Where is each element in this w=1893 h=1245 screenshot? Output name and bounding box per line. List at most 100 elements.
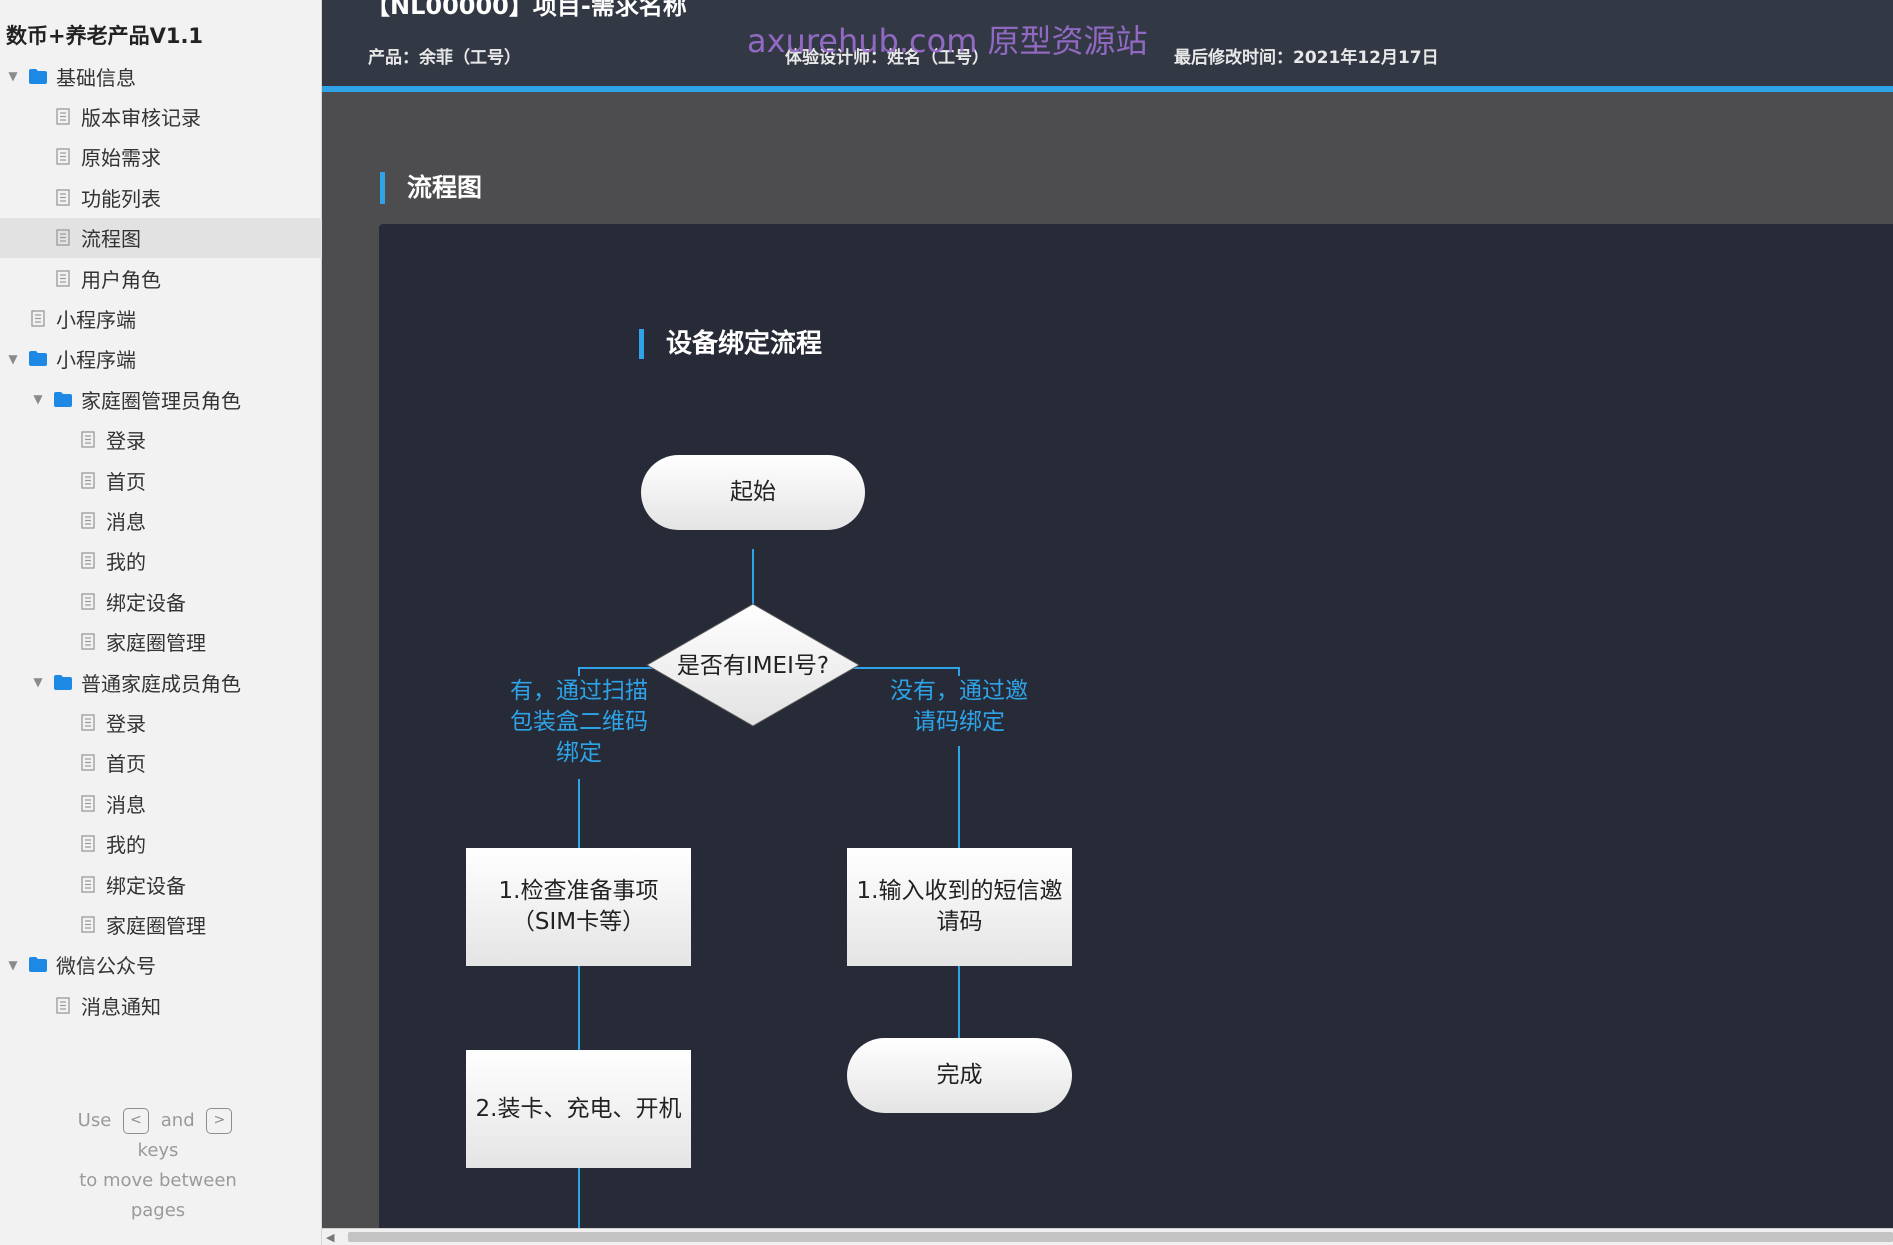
sidebar-item[interactable]: 消息通知: [0, 985, 322, 1025]
folder-icon: [53, 389, 73, 409]
left-step1-line-2: （SIM卡等）: [511, 909, 646, 935]
caret-spacer: [56, 473, 70, 487]
page-icon: [53, 187, 73, 207]
sidebar-item-label: 家庭圈管理: [106, 913, 206, 938]
horizontal-scrollbar[interactable]: ◀: [322, 1228, 1893, 1245]
help-keys-text: keys: [137, 1140, 179, 1161]
sidebar-item[interactable]: 小程序端: [0, 298, 322, 338]
sidebar-item[interactable]: 消息: [0, 500, 322, 540]
scroll-left-arrow-icon[interactable]: ◀: [326, 1231, 335, 1244]
page-icon: [53, 106, 73, 126]
sidebar-item[interactable]: 功能列表: [0, 177, 322, 217]
keyboard-help: Use < and > keys to move between pages: [0, 1106, 316, 1226]
page-icon: [78, 510, 98, 530]
expand-caret-icon[interactable]: ▼: [33, 392, 43, 407]
header-designer: 体验设计师：姓名（工号）: [785, 48, 989, 68]
flowchart-canvas: 设备绑定流程 起始 是否有IMEI号? 有，通过扫描 包装盒二维码 绑定 没有，…: [379, 224, 1893, 1228]
header-title: 【NL00000】项目-需求名称: [366, 0, 687, 20]
caret-spacer: [56, 837, 70, 851]
sidebar-item[interactable]: ▼ 家庭圈管理员角色: [0, 379, 322, 419]
sidebar-item[interactable]: 登录: [0, 702, 322, 742]
caret-spacer: [6, 311, 20, 325]
app-title: 数币+养老产品V1.1: [6, 24, 204, 48]
folder-icon: [28, 66, 48, 86]
sidebar-item[interactable]: 流程图: [0, 217, 322, 258]
page-icon: [53, 228, 73, 248]
caret-spacer: [56, 796, 70, 810]
sidebar-item-label: 流程图: [81, 227, 141, 252]
page-icon: [53, 147, 73, 167]
left-branch-label: 有，通过扫描 包装盒二维码 绑定: [489, 676, 669, 769]
expand-caret-icon[interactable]: ▼: [33, 675, 43, 689]
page-icon: [78, 914, 98, 934]
folder-icon: [53, 672, 73, 692]
sidebar-item[interactable]: ▼微信公众号: [0, 945, 322, 985]
sidebar-item[interactable]: 首页: [0, 460, 322, 500]
sidebar-item[interactable]: 首页: [0, 743, 322, 783]
right-branch-line-1: 没有，通过邀: [890, 678, 1028, 704]
scrollbar-thumb[interactable]: [348, 1232, 1893, 1242]
sidebar-item[interactable]: 原始需求: [0, 137, 322, 177]
sidebar: 数币+养老产品V1.1 ▼基础信息版本审核记录原始需求功能列表流程图用户角色小程…: [0, 0, 322, 1245]
expand-caret-icon[interactable]: ▼: [8, 69, 18, 83]
page-icon: [78, 834, 98, 854]
page-icon: [53, 268, 73, 288]
page-icon: [78, 470, 98, 490]
page-icon: [78, 430, 98, 450]
page-icon: [78, 591, 98, 611]
header-product: 产品：余菲（工号）: [368, 48, 521, 68]
caret-spacer: [56, 877, 70, 891]
caret-spacer: [56, 715, 70, 729]
decision-diamond: [645, 603, 861, 727]
page-icon: [78, 753, 98, 773]
flowchart-connectors: [578, 549, 960, 1228]
sidebar-item[interactable]: 消息: [0, 783, 322, 823]
sidebar-item[interactable]: 绑定设备: [0, 581, 322, 621]
done-node: 完成: [847, 1038, 1072, 1113]
caret-spacer: [56, 513, 70, 527]
decision-label: 是否有IMEI号?: [676, 652, 830, 679]
sidebar-item-label: 我的: [106, 550, 146, 575]
sidebar-item[interactable]: 我的: [0, 824, 322, 864]
sidebar-item[interactable]: 版本审核记录: [0, 96, 322, 136]
right-branch-line-2: 请码绑定: [913, 709, 1005, 735]
sidebar-item[interactable]: ▼普通家庭成员角色: [0, 662, 322, 702]
caret-spacer: [56, 917, 70, 931]
sidebar-item-label: 家庭圈管理员角色: [81, 388, 241, 413]
caret-spacer: [31, 998, 45, 1012]
expand-caret-icon[interactable]: ▼: [8, 957, 18, 972]
sidebar-item-label: 消息: [106, 509, 146, 534]
connector-decision-right: [849, 667, 960, 676]
sidebar-item[interactable]: 登录: [0, 420, 322, 460]
sidebar-item[interactable]: 家庭圈管理: [0, 622, 322, 662]
sidebar-item-label: 用户角色: [81, 267, 161, 292]
sidebar-item-label: 功能列表: [81, 186, 161, 211]
sidebar-item[interactable]: 绑定设备: [0, 864, 322, 904]
sidebar-item-label: 家庭圈管理: [106, 631, 206, 656]
page-header: 【NL00000】项目-需求名称 产品：余菲（工号） 体验设计师：姓名（工号） …: [322, 0, 1893, 92]
left-branch-line-2: 包装盒二维码: [510, 709, 648, 735]
sidebar-item-label: 登录: [106, 429, 146, 454]
expand-caret-icon[interactable]: ▼: [8, 351, 18, 366]
help-line2: to move between: [79, 1170, 237, 1191]
sidebar-item[interactable]: ▼基础信息: [0, 56, 322, 96]
start-node: 起始: [641, 455, 865, 530]
sidebar-item[interactable]: 我的: [0, 541, 322, 581]
sidebar-item[interactable]: 用户角色: [0, 258, 322, 298]
page-icon: [78, 632, 98, 652]
sidebar-item-label: 登录: [106, 711, 146, 736]
sidebar-item[interactable]: 家庭圈管理: [0, 904, 322, 944]
sidebar-item-label: 我的: [106, 833, 146, 858]
right-step1-node: 1.输入收到的短信邀 请码: [847, 848, 1072, 966]
folder-icon: [28, 349, 48, 369]
left-step1-node: 1.检查准备事项 （SIM卡等）: [466, 848, 691, 966]
page-icon: [28, 308, 48, 328]
caret-spacer: [56, 554, 70, 568]
help-and-text: and: [160, 1110, 195, 1131]
right-branch-label: 没有，通过邀 请码绑定: [869, 676, 1049, 738]
sidebar-item-label: 版本审核记录: [81, 105, 201, 130]
sidebar-item-label: 消息通知: [81, 994, 161, 1019]
help-use-text: Use: [77, 1110, 112, 1131]
sidebar-item-label: 绑定设备: [106, 590, 186, 615]
sidebar-item[interactable]: ▼小程序端: [0, 339, 322, 379]
